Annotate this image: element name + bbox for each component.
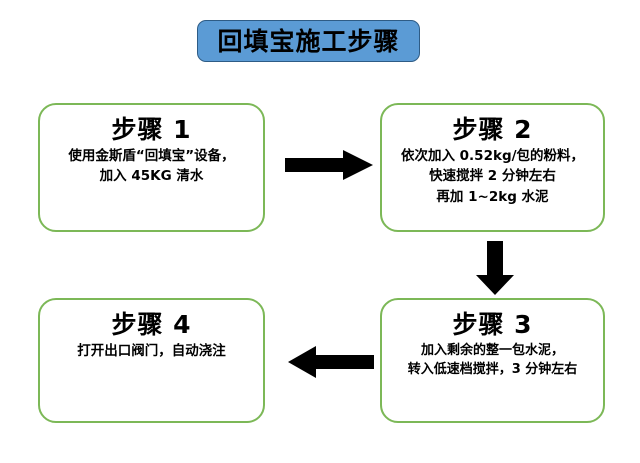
step-1-heading: 步骤 1	[111, 115, 192, 144]
arrow-right-icon	[285, 150, 373, 180]
step-2-body: 依次加入 0.52kg/包的粉料， 快速搅拌 2 分钟左右 再加 1~2kg 水…	[401, 146, 584, 208]
arrow-down-icon	[476, 241, 514, 295]
step-1-line-1: 使用金斯盾“回填宝”设备，	[68, 147, 235, 164]
step-2-line-3: 再加 1~2kg 水泥	[436, 188, 549, 205]
step-3-body: 加入剩余的整一包水泥， 转入低速档搅拌，3 分钟左右	[408, 341, 578, 381]
step-3-line-1: 加入剩余的整一包水泥，	[420, 342, 564, 358]
step-4-heading: 步骤 4	[111, 310, 192, 339]
step-box-2: 步骤 2 依次加入 0.52kg/包的粉料， 快速搅拌 2 分钟左右 再加 1~…	[380, 103, 605, 232]
step-2-line-1: 依次加入 0.52kg/包的粉料，	[400, 147, 585, 164]
step-1-body: 使用金斯盾“回填宝”设备， 加入 45KG 清水	[68, 146, 234, 187]
step-4-line-1: 打开出口阀门，自动浇注	[77, 342, 226, 359]
step-4-body: 打开出口阀门，自动浇注	[77, 341, 226, 362]
step-box-3: 步骤 3 加入剩余的整一包水泥， 转入低速档搅拌，3 分钟左右	[380, 298, 605, 423]
step-2-heading: 步骤 2	[452, 115, 533, 144]
step-3-heading: 步骤 3	[452, 310, 533, 339]
step-2-line-2: 快速搅拌 2 分钟左右	[429, 168, 556, 185]
step-3-line-2: 转入低速档搅拌，3 分钟左右	[407, 362, 578, 378]
step-box-1: 步骤 1 使用金斯盾“回填宝”设备， 加入 45KG 清水	[38, 103, 265, 232]
step-box-4: 步骤 4 打开出口阀门，自动浇注	[38, 298, 265, 423]
arrow-left-icon	[288, 346, 374, 378]
page-title: 回填宝施工步骤	[217, 26, 400, 56]
diagram-title-box: 回填宝施工步骤	[197, 20, 420, 62]
step-1-line-2: 加入 45KG 清水	[99, 168, 204, 185]
